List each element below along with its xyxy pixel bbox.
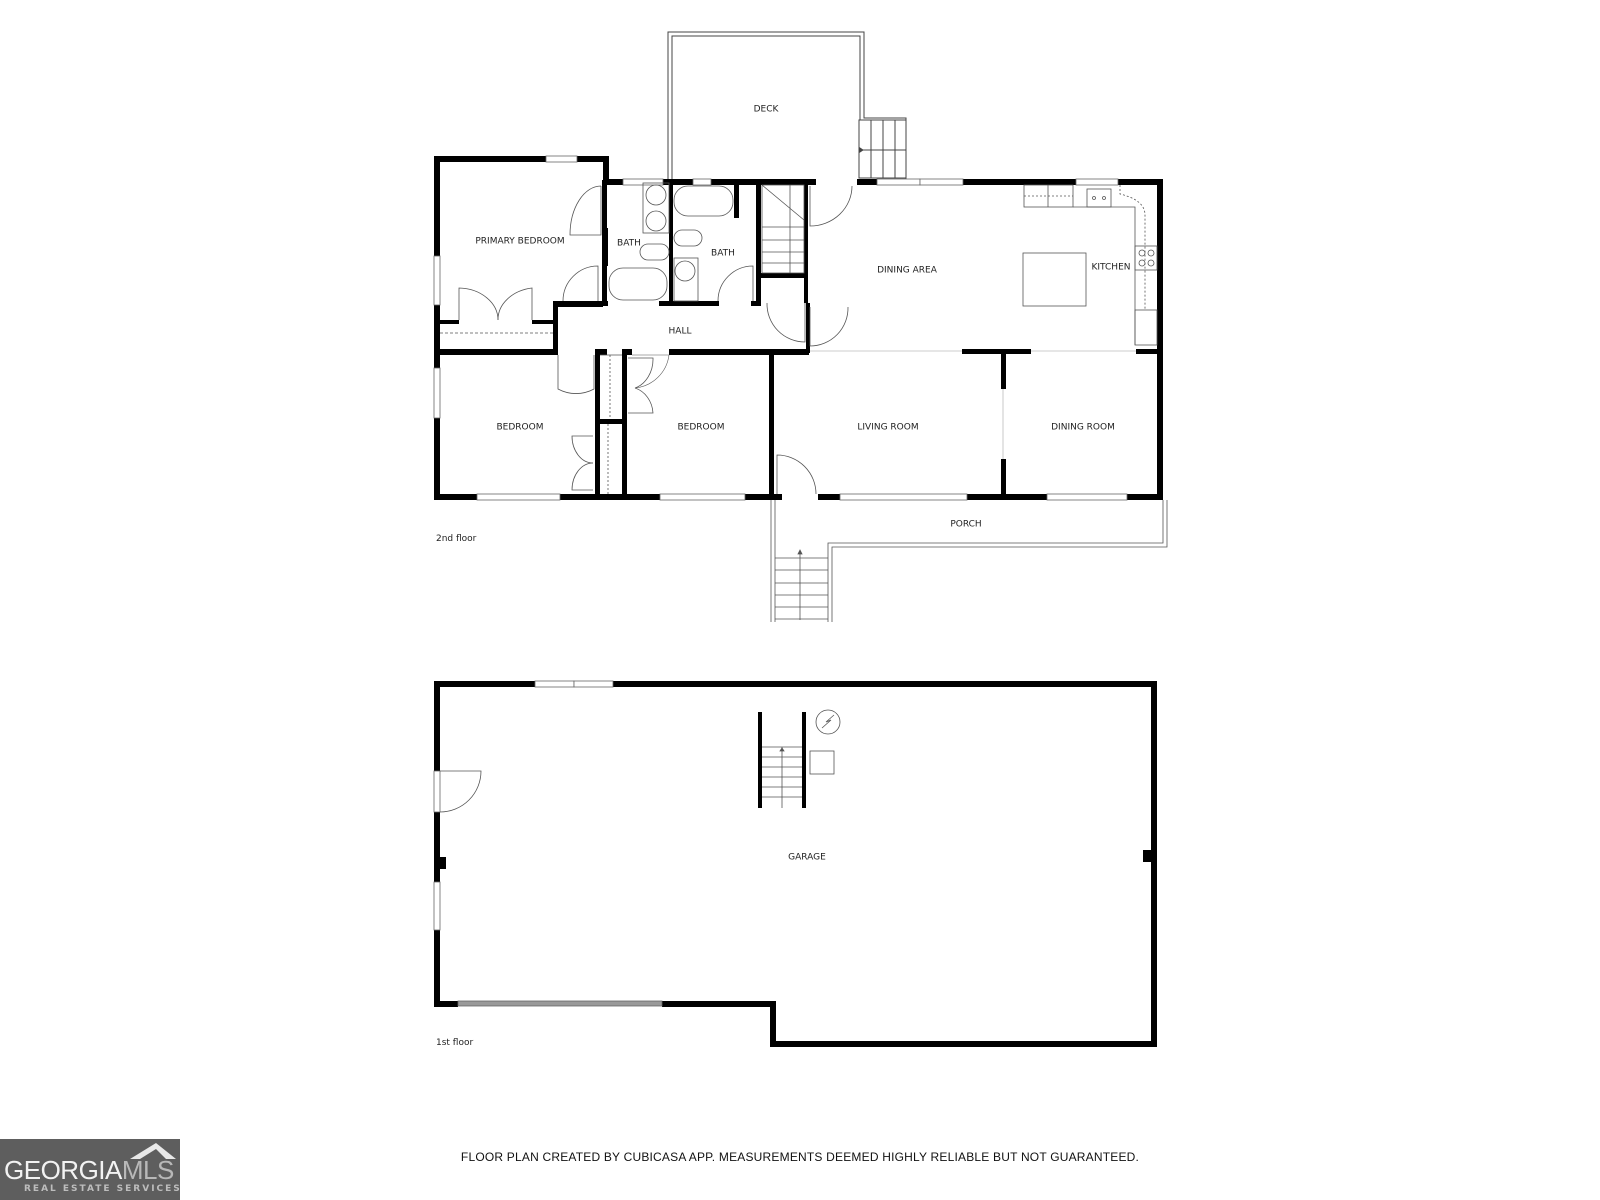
logo-tagline: REAL ESTATE SERVICES <box>24 1184 182 1194</box>
electrical-panel-icon <box>815 709 841 735</box>
room-label-deck: DECK <box>754 105 780 115</box>
room-label-bedroom-2: BEDROOM <box>678 423 725 433</box>
deck-outline <box>667 31 907 180</box>
georgia-mls-logo: GEORGIAMLS REAL ESTATE SERVICES <box>0 1139 180 1200</box>
room-label-bedroom-1: BEDROOM <box>497 423 544 433</box>
second-floor-windows <box>433 155 1128 501</box>
first-floor-fixtures <box>439 709 841 813</box>
first-floor-windows <box>433 680 663 1007</box>
disclaimer-text: FLOOR PLAN CREATED BY CUBICASA APP. MEAS… <box>460 1150 1140 1164</box>
room-label-dining-room: DINING ROOM <box>1051 423 1115 433</box>
first-floor-walls <box>434 681 1157 1047</box>
logo-wordmark: GEORGIAMLS <box>4 1155 174 1186</box>
room-label-porch: PORCH <box>950 520 981 530</box>
second-floor-walls <box>434 156 1163 500</box>
utility-box-icon <box>809 750 835 775</box>
logo-brand-accent: MLS <box>121 1155 174 1185</box>
room-label-primary-bedroom: PRIMARY BEDROOM <box>475 237 564 247</box>
room-labels: DECK PRIMARY BEDROOM BATH BATH DINING AR… <box>436 105 1131 1049</box>
roof-icon <box>130 1143 176 1159</box>
logo-brand-main: GEORGIA <box>4 1155 122 1185</box>
floor-label-2nd: 2nd floor <box>436 534 477 544</box>
room-label-living-room: LIVING ROOM <box>857 423 918 433</box>
room-label-bath-2: BATH <box>711 249 735 259</box>
room-label-garage: GARAGE <box>788 853 826 863</box>
room-label-bath-1: BATH <box>617 239 641 249</box>
room-label-dining-area: DINING AREA <box>877 266 938 276</box>
room-label-kitchen: KITCHEN <box>1092 263 1131 273</box>
floor-label-1st: 1st floor <box>436 1038 473 1048</box>
second-floor-fixtures <box>440 182 1168 622</box>
room-label-hall: HALL <box>669 327 692 337</box>
